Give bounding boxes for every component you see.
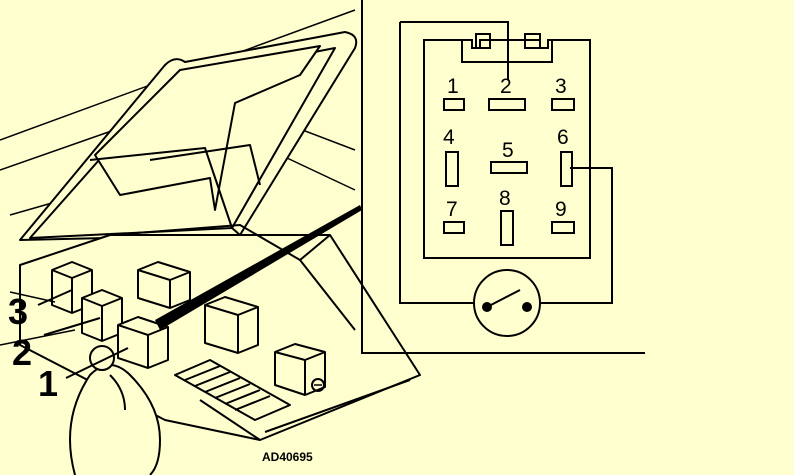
pin-slot-5 [490,161,528,174]
pin-slot-7 [443,221,465,234]
pin-slot-9 [551,221,575,234]
pin-slot-8 [500,210,514,246]
pin-slot-1 [443,98,465,111]
fuse-strip [174,359,291,421]
callout-2: 2 [12,332,32,373]
callout-3: 3 [8,291,28,332]
pin-labels: 1 2 3 4 5 6 7 8 9 [443,75,569,221]
pin-slot-6 [560,151,573,187]
relay-detail-inset [361,0,645,354]
switch-icon [473,269,541,337]
pin-label-7: 7 [446,198,458,221]
pin-label-4: 4 [443,126,455,149]
pin-slot-2 [488,98,526,111]
pin-label-2: 2 [500,75,512,98]
pin-slot-4 [445,151,459,187]
pin-label-6: 6 [557,126,569,149]
fuse-box-drawing [0,9,421,475]
pin-label-8: 8 [499,187,511,210]
relay-blocks [51,261,326,396]
callout-1: 1 [38,363,58,404]
pin-label-5: 5 [502,139,514,162]
hand-drawing [69,345,161,475]
figure-id: AD40695 [262,450,313,464]
pin-slot-3 [551,98,575,111]
pin-label-9: 9 [555,198,567,221]
pin-label-1: 1 [447,75,459,98]
pin-label-3: 3 [555,75,567,98]
ground-minus-icon [311,378,325,392]
